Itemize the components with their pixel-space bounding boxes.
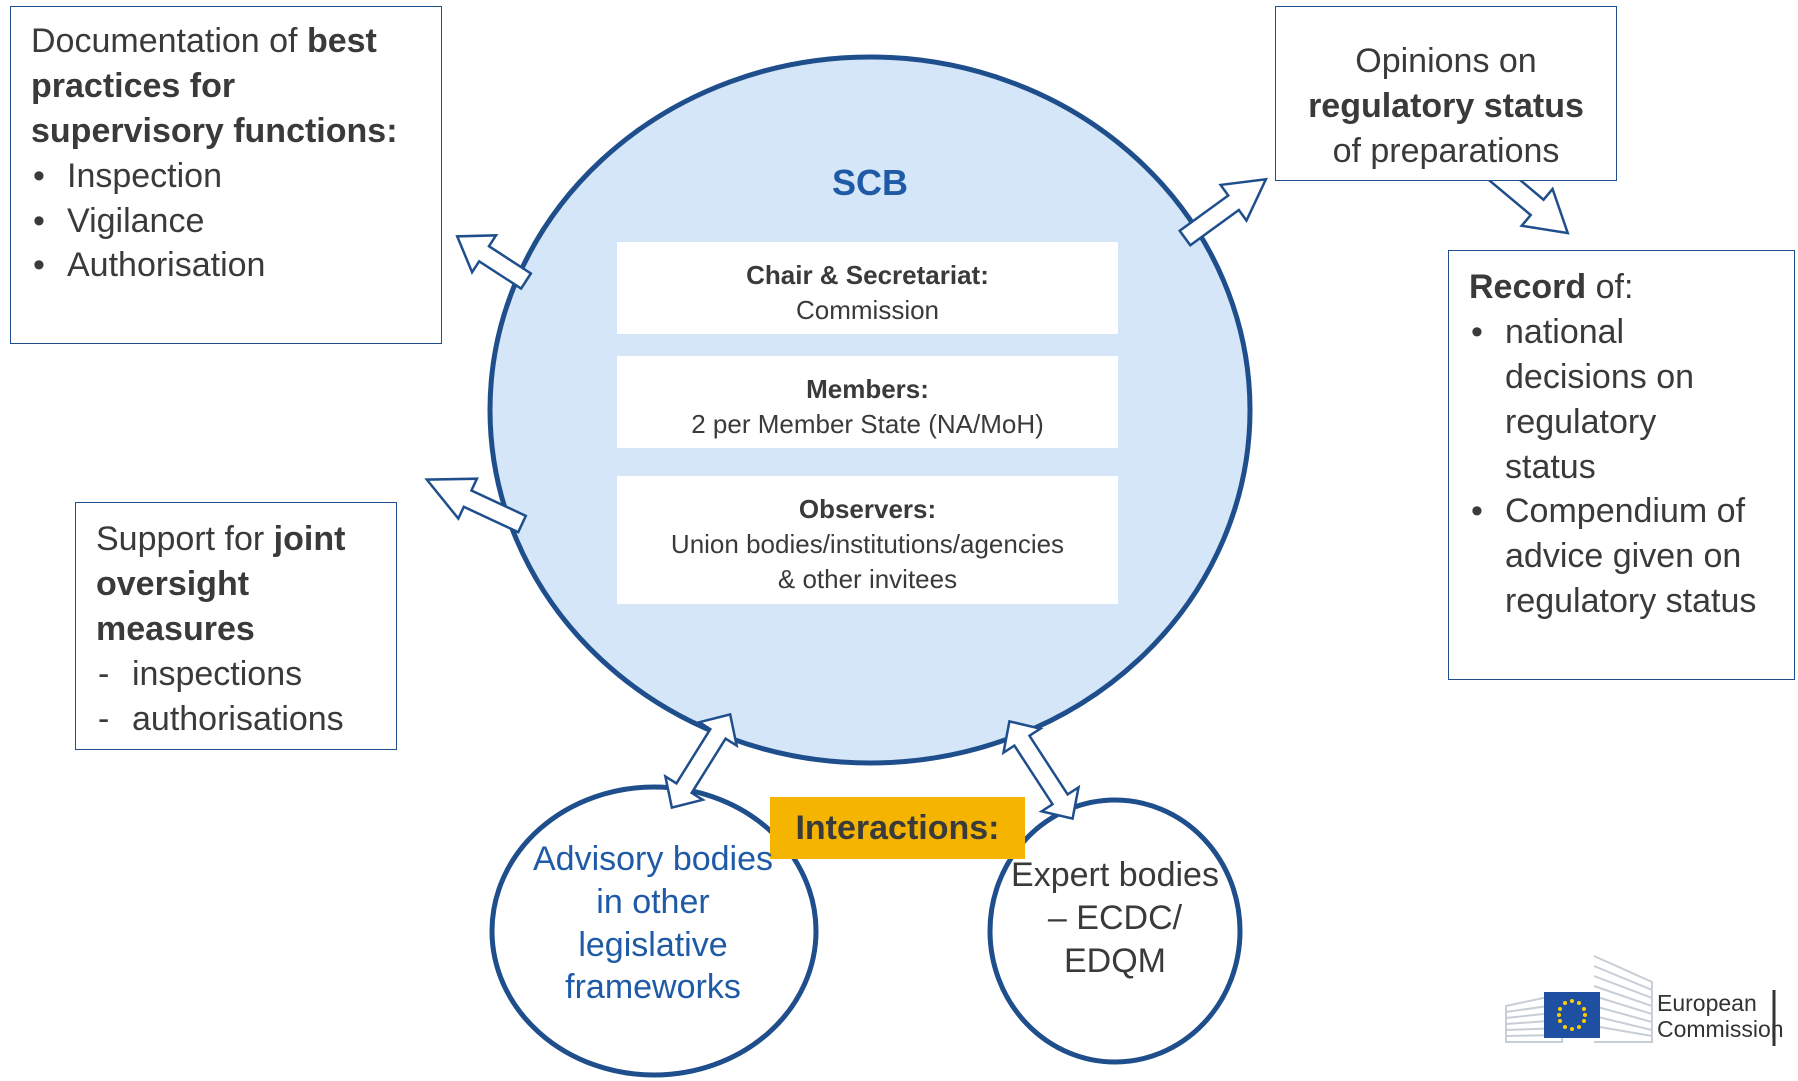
bullet-mark: • [1471,312,1483,351]
members-title: Members: [806,374,929,404]
record-suffix: of: [1586,268,1634,306]
record-box: Record of: • national decisions on regula… [1448,250,1795,680]
documentation-box: Documentation of best practices for supe… [10,6,442,344]
advisory-circle-text: Advisory bodies in other legislative fra… [533,840,774,1007]
observers-panel: Observers: Union bodies/institutions/age… [617,476,1118,604]
arrow-to-support [424,477,528,534]
bullet-mark: • [33,246,45,285]
observers-text-1: Union bodies/institutions/agencies [670,529,1065,560]
arrow-to-documentation [455,234,533,291]
scb-title: SCB [831,162,908,203]
opinions-box: Opinions on regulatory status of prepara… [1275,6,1617,181]
arrow-expert-interaction [1001,719,1081,821]
opinions-line-1: Opinions on [1355,42,1537,80]
record-list: • national decisions on regulatory status… [1469,310,1784,624]
list-item: • Authorisation [31,243,425,288]
list-item: • Inspection [31,154,425,199]
list-item-text: Compendium of advice given on regulatory… [1505,492,1757,621]
list-item: • Vigilance [31,199,425,244]
documentation-list: • Inspection • Vigilance • Authorisation [31,154,425,289]
list-item-text: Authorisation [67,246,266,285]
chair-secretariat-panel: Chair & Secretariat: Commission [617,242,1118,334]
eu-stars [1557,999,1587,1031]
list-item: • Compendium of advice given on regulator… [1469,489,1784,624]
support-box: Support for joint oversight measures -in… [75,502,397,750]
support-bold: joint oversight measures [96,520,346,648]
list-item-text: inspections [132,654,303,693]
support-prefix: Support for [96,520,274,558]
arrow-to-record [1486,162,1570,235]
eu-flag [1544,992,1600,1038]
bullet-mark: • [33,156,45,195]
record-heading: Record of: [1469,265,1784,310]
list-item: -authorisations [96,697,382,742]
list-item-text: Inspection [67,156,222,195]
list-item: • national decisions on regulatory status [1469,310,1784,490]
bullet-mark: • [33,201,45,240]
expert-circle [987,797,1243,1065]
bullet-mark: • [1471,492,1483,531]
arrow-advisory-interaction [663,712,739,810]
opinions-bold: regulatory status [1308,86,1584,125]
dash-mark: - [98,654,110,693]
opinions-line-3: of preparations [1332,131,1560,170]
interactions-label: Interactions: [770,797,1025,859]
advisory-circle [489,784,819,1078]
chair-text: Commission [795,295,940,326]
list-item-text: authorisations [132,699,344,738]
observers-text-2: & other invitees [777,564,958,595]
expert-circle-text: Expert bodies – ECDC/ EDQM [1011,856,1219,980]
chair-title: Chair & Secretariat: [746,260,989,290]
support-list: -inspections -authorisations [96,652,382,742]
support-heading: Support for joint oversight measures [96,517,382,652]
dash-mark: - [98,699,110,738]
record-bold: Record [1469,268,1587,306]
list-item-text: national decisions on regulatory status [1505,312,1695,486]
documentation-prefix: Documentation of [31,22,307,60]
observers-title: Observers: [798,494,937,524]
arrow-to-opinions [1177,177,1269,248]
european-commission-wordmark: European Commission [1657,990,1784,1043]
members-text: 2 per Member State (NA/MoH) [691,409,1044,440]
logo-line-1: European [1657,990,1757,1016]
documentation-bold: best practices for supervisory functions… [31,22,398,150]
documentation-heading: Documentation of best practices for supe… [31,19,425,154]
european-commission-logo [1505,955,1776,1046]
list-item: -inspections [96,652,382,697]
members-panel: Members: 2 per Member State (NA/MoH) [617,356,1118,448]
logo-line-2: Commission [1657,1016,1784,1043]
list-item-text: Vigilance [67,201,205,240]
